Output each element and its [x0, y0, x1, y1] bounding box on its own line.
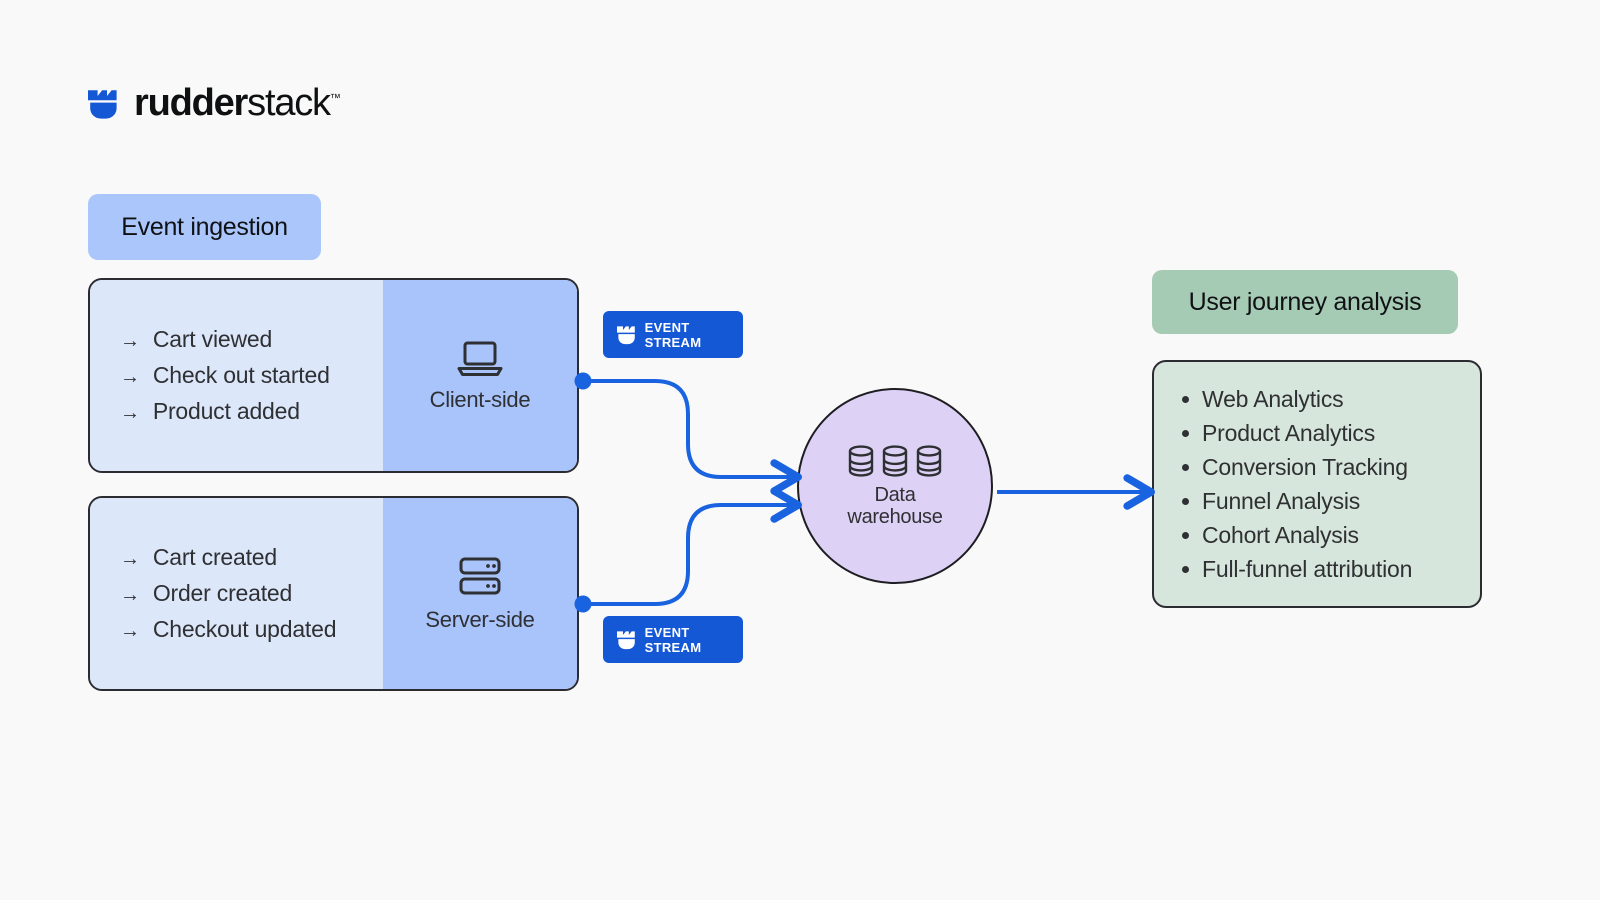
- event-list-client-side: → Cart viewed → Check out started → Prod…: [90, 280, 383, 471]
- list-item: Product Analytics: [1182, 420, 1480, 447]
- warehouse-caption-line1: Data: [874, 483, 916, 506]
- list-item: → Check out started: [120, 362, 383, 389]
- analysis-item-label: Product Analytics: [1202, 419, 1376, 446]
- list-item: → Product added: [120, 398, 383, 425]
- source-caption: Server-side: [425, 606, 535, 632]
- rudderstack-logo-icon: [617, 325, 635, 344]
- section-badge-event-ingestion: Event ingestion: [88, 194, 321, 260]
- list-item: Full-funnel attribution: [1182, 556, 1480, 583]
- event-stream-label: EVENT STREAM: [644, 624, 702, 655]
- event-label: Checkout updated: [152, 616, 337, 642]
- warehouse-caption-line2: warehouse: [847, 506, 943, 528]
- list-item: → Checkout updated: [120, 616, 383, 643]
- list-item: → Cart created: [120, 544, 383, 571]
- logo-wordmark-light: stack: [247, 82, 331, 124]
- analysis-item-label: Full-funnel attribution: [1202, 555, 1413, 582]
- analysis-item-label: Cohort Analysis: [1202, 521, 1359, 548]
- bullet-icon: [1182, 429, 1189, 437]
- list-item: → Cart viewed: [120, 326, 383, 353]
- event-label: Cart created: [152, 544, 277, 570]
- data-warehouse-node: Data warehouse: [797, 388, 993, 584]
- event-stream-badge-server: EVENT STREAM: [603, 616, 743, 663]
- logo-wordmark: rudderstack™: [134, 82, 341, 125]
- server-rack-icon: [459, 557, 501, 594]
- list-item: Web Analytics: [1182, 386, 1480, 413]
- bullet-icon: [1182, 565, 1189, 573]
- analysis-item-label: Funnel Analysis: [1202, 487, 1361, 514]
- connector-server-to-warehouse: [583, 487, 803, 606]
- arrow-right-icon: →: [120, 584, 140, 606]
- event-stream-label: EVENT STREAM: [644, 319, 702, 350]
- analysis-item-label: Conversion Tracking: [1202, 453, 1408, 480]
- arrow-right-icon: →: [120, 366, 140, 388]
- source-caption: Client-side: [429, 386, 531, 412]
- connector-client-to-warehouse: [583, 379, 803, 495]
- event-stream-badge-client: EVENT STREAM: [603, 311, 743, 358]
- event-label: Product added: [152, 398, 300, 424]
- section-badge-user-journey-analysis: User journey analysis: [1152, 270, 1458, 334]
- arrow-right-icon: →: [120, 330, 140, 352]
- list-item: → Order created: [120, 580, 383, 607]
- logo-wordmark-bold: rudder: [134, 82, 248, 124]
- event-label: Check out started: [152, 362, 330, 388]
- trademark-symbol: ™: [329, 92, 341, 105]
- bullet-icon: [1182, 531, 1189, 539]
- bullet-icon: [1182, 497, 1189, 505]
- bullet-icon: [1182, 463, 1189, 471]
- event-label: Cart viewed: [152, 326, 273, 352]
- bullet-icon: [1182, 395, 1189, 403]
- arrow-right-icon: →: [120, 402, 140, 424]
- database-stack-icon: [848, 445, 942, 477]
- warehouse-caption: Data warehouse: [847, 484, 942, 529]
- rudderstack-logo: rudderstack™: [88, 82, 341, 125]
- list-item: Conversion Tracking: [1182, 454, 1480, 481]
- source-card-server-side: → Cart created → Order created → Checkou…: [88, 496, 579, 691]
- source-type-server-side: Server-side: [383, 498, 577, 689]
- event-list-server-side: → Cart created → Order created → Checkou…: [90, 498, 383, 689]
- analysis-outputs-panel: Web Analytics Product Analytics Conversi…: [1152, 360, 1482, 608]
- rudderstack-logo-icon: [617, 630, 635, 649]
- source-card-client-side: → Cart viewed → Check out started → Prod…: [88, 278, 579, 473]
- arrow-right-icon: →: [120, 548, 140, 570]
- list-item: Cohort Analysis: [1182, 522, 1480, 549]
- laptop-icon: [457, 341, 503, 376]
- list-item: Funnel Analysis: [1182, 488, 1480, 515]
- analysis-item-label: Web Analytics: [1202, 385, 1344, 412]
- event-label: Order created: [152, 580, 293, 606]
- source-type-client-side: Client-side: [383, 280, 577, 471]
- rudderstack-logo-icon: [88, 89, 117, 119]
- arrow-right-icon: →: [120, 620, 140, 642]
